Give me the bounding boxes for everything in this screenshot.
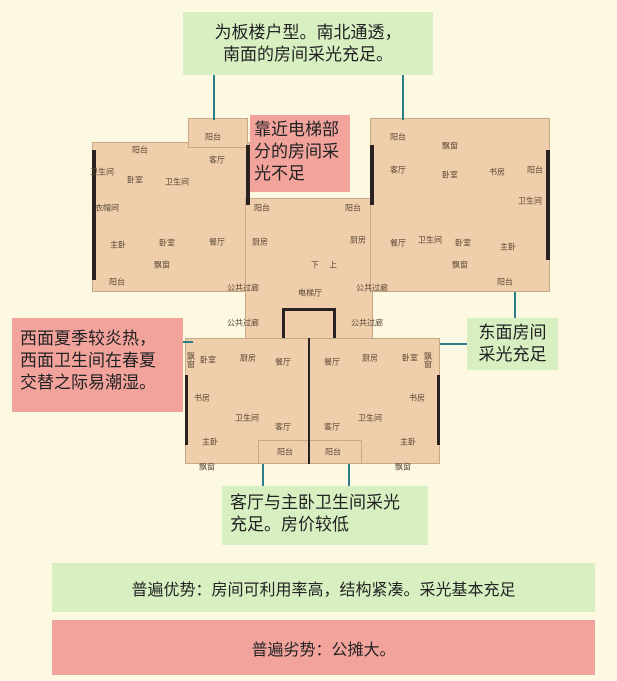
- room-label: 电梯厅: [298, 288, 322, 298]
- advantage-banner: 普遍优势：房间可利用率高，结构紧凑。采光基本充足: [52, 563, 595, 612]
- room-label: 书房: [489, 167, 505, 177]
- room-label: 公共过廊: [351, 318, 383, 328]
- room-label: 客厅: [209, 155, 225, 165]
- room-label: 卧室: [402, 353, 418, 363]
- note-line: 为板楼户型。南北通透，: [214, 23, 402, 43]
- wall: [282, 308, 336, 311]
- room-label: 厨房: [362, 353, 378, 363]
- connector-line: [440, 343, 467, 345]
- south-balconies: [258, 440, 362, 464]
- room-label: 客厅: [390, 165, 406, 175]
- connector-line: [262, 464, 264, 486]
- east-unit-upper: [370, 118, 550, 292]
- room-label: 阳台: [109, 277, 125, 287]
- room-label: 卫生间: [165, 177, 189, 187]
- room-label: 卧室: [455, 238, 471, 248]
- room-label: 卫生间: [518, 196, 542, 206]
- west-unit-upper: [92, 142, 250, 292]
- note-line: 靠近电梯部: [254, 120, 339, 140]
- note-line: 分的房间采: [254, 142, 339, 162]
- note-south-side: 客厅与主卧卫生间采光 充足。房价较低: [222, 486, 428, 545]
- room-label: 餐厅: [390, 238, 406, 248]
- wall: [333, 308, 336, 338]
- core-area: [245, 198, 373, 340]
- room-label: 客厅: [324, 422, 340, 432]
- room-label: 阳台: [345, 203, 361, 213]
- wall: [185, 375, 188, 445]
- wall: [546, 150, 550, 260]
- connector-line: [514, 292, 516, 318]
- room-label: 主卧: [202, 437, 218, 447]
- note-line: 西面夏季较炎热，: [20, 329, 156, 349]
- room-label: 卧室: [200, 355, 216, 365]
- wall: [437, 375, 440, 445]
- room-label: 衣帽间: [95, 203, 119, 213]
- room-label: 阳台: [527, 165, 543, 175]
- room-label: 卧室: [159, 238, 175, 248]
- note-line: 西面卫生间在春夏: [20, 351, 156, 371]
- room-label: 飘窗: [452, 260, 468, 270]
- room-label: 餐厅: [324, 357, 340, 367]
- room-label: 主卧: [500, 242, 516, 252]
- room-label: 飘窗: [442, 141, 458, 151]
- connector-line: [348, 464, 350, 486]
- note-line: 交替之际易潮湿。: [20, 373, 156, 393]
- room-label: 飘窗: [186, 352, 196, 368]
- connector-line: [402, 75, 404, 120]
- wall: [308, 338, 310, 464]
- room-label: 餐厅: [209, 237, 225, 247]
- room-label: 卫生间: [358, 413, 382, 423]
- note-line: 东面房间: [478, 323, 547, 343]
- room-label: 卧室: [442, 170, 458, 180]
- room-label: 书房: [194, 393, 210, 403]
- stair-label: 下: [311, 260, 319, 270]
- room-label: 公共过廊: [227, 318, 259, 328]
- room-label: 卫生间: [90, 167, 114, 177]
- wall: [246, 145, 250, 205]
- room-label: 客厅: [275, 422, 291, 432]
- connector-line: [213, 75, 215, 120]
- room-label: 厨房: [350, 235, 366, 245]
- room-label: 阳台: [205, 132, 221, 142]
- note-south-north-ventilation: 为板楼户型。南北通透， 南面的房间采光充足。: [183, 12, 433, 75]
- room-label: 飘窗: [154, 260, 170, 270]
- note-line: 光不足: [254, 164, 305, 184]
- room-label: 主卧: [110, 240, 126, 250]
- room-label: 卧室: [127, 175, 143, 185]
- room-label: 阳台: [277, 447, 293, 457]
- room-label: 卫生间: [235, 413, 259, 423]
- room-label: 卫生间: [418, 235, 442, 245]
- stair-label: 上: [329, 260, 337, 270]
- wall: [370, 145, 374, 205]
- room-label: 厨房: [240, 353, 256, 363]
- note-line: 充足。房价较低: [230, 515, 349, 535]
- room-label: 公共过廊: [227, 283, 259, 293]
- note-west-side: 西面夏季较炎热， 西面卫生间在春夏 交替之际易潮湿。: [12, 318, 183, 412]
- room-label: 阳台: [497, 277, 513, 287]
- wall: [282, 308, 285, 338]
- disadvantage-banner: 普遍劣势：公摊大。: [52, 620, 595, 675]
- note-line: 南面的房间采光充足。: [223, 45, 393, 65]
- note-line: 客厅与主卧卫生间采光: [230, 493, 400, 513]
- connector-line: [183, 341, 193, 343]
- room-label: 阳台: [132, 145, 148, 155]
- room-label: 飘窗: [199, 462, 215, 472]
- room-label: 飘窗: [423, 352, 433, 368]
- note-east-side: 东面房间 采光充足: [467, 318, 558, 370]
- room-label: 公共过廊: [356, 283, 388, 293]
- wall: [92, 150, 96, 280]
- room-label: 阳台: [254, 203, 270, 213]
- note-elevator-light: 靠近电梯部 分的房间采 光不足: [250, 115, 350, 192]
- room-label: 阳台: [325, 447, 341, 457]
- west-living-balcony: [188, 118, 248, 148]
- note-line: 采光充足: [478, 345, 547, 365]
- room-label: 阳台: [390, 132, 406, 142]
- room-label: 餐厅: [275, 357, 291, 367]
- room-label: 书房: [409, 393, 425, 403]
- room-label: 飘窗: [395, 462, 411, 472]
- room-label: 主卧: [400, 437, 416, 447]
- room-label: 厨房: [252, 237, 268, 247]
